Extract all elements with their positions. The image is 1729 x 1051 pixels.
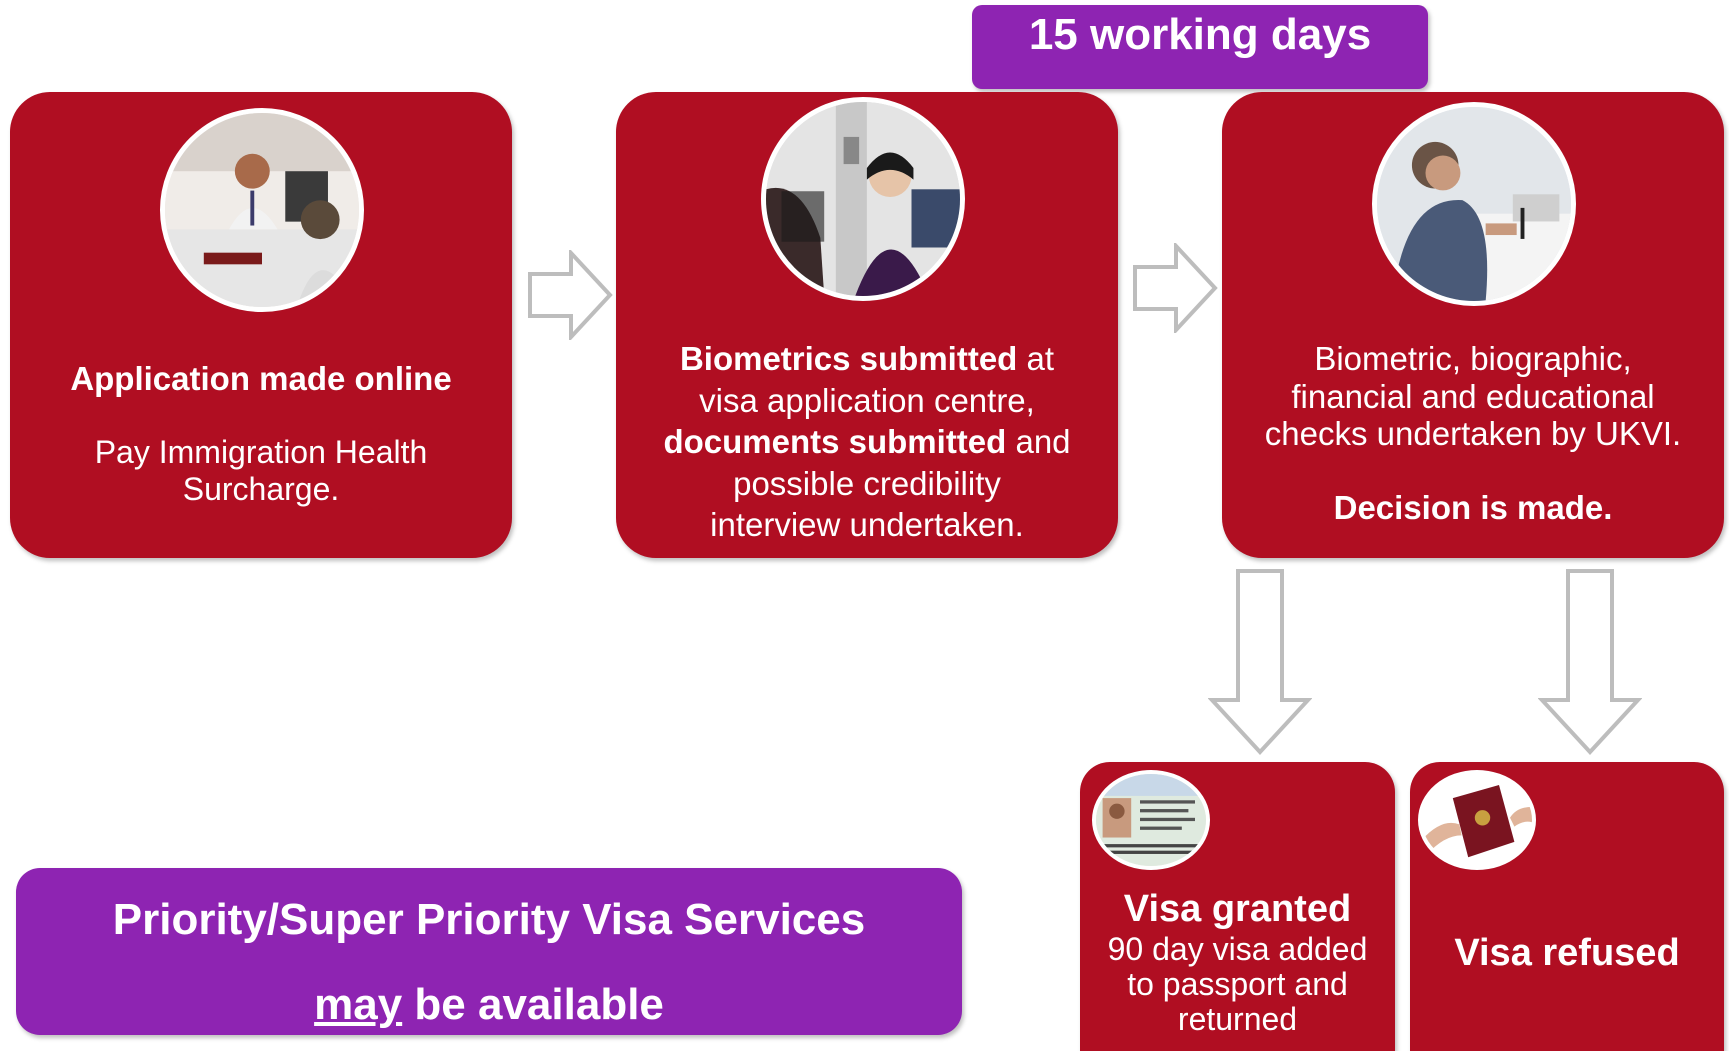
documents-submitted-label: documents submitted [663,423,1007,460]
priority-emphasis: may [314,980,403,1029]
down-arrow-icon [1208,569,1312,755]
down-arrow-icon [1538,569,1642,755]
priority-line-1: Priority/Super Priority Visa Services [112,895,866,944]
step-1-body: Pay Immigration Health Surcharge. [94,434,428,507]
photo-passport [1418,770,1536,870]
visa-refused-title: Visa refused [1454,932,1680,974]
visa-granted-title: Visa granted [1123,888,1352,930]
step-3-body: Biometric, biographic, financial and edu… [1264,340,1682,452]
visa-vignette-image [1096,774,1206,866]
priority-services-banner: Priority/Super Priority Visa Services ma… [16,868,962,1035]
step-biometrics: Biometrics submitted at visa application… [616,92,1118,558]
step-2-text: Biometrics submitted at visa application… [616,338,1118,546]
passport-image [1422,774,1532,866]
step-2-line2: visa application centre, [699,381,1035,419]
biometrics-submitted-label: Biometrics submitted [679,340,1018,377]
timeline-label: 15 working days [1028,10,1372,59]
step-2-line5: interview undertaken. [710,506,1024,543]
right-arrow-icon [1133,243,1218,333]
biometrics-image [766,102,960,296]
step-2-line3-rest: and [1006,423,1071,460]
photo-visa-vignette [1092,770,1210,870]
outcome-visa-refused: Visa refused [1410,762,1724,1051]
application-desk-image [165,113,359,307]
outcome-visa-granted: Visa granted 90 day visa added to passpo… [1080,762,1395,1051]
step-2-line4: possible credibility [733,464,1001,502]
step-ukvi-checks: Biometric, biographic, financial and edu… [1222,92,1724,558]
ukvi-officer-image [1377,107,1571,301]
priority-line-2: may be available [16,980,962,1030]
timeline-banner: 15 working days [972,5,1428,89]
step-application-online: Application made online Pay Immigration … [10,92,512,558]
step-2-line1-rest: at [1017,340,1055,377]
priority-line-2-rest: be available [402,980,664,1029]
step-1-title: Application made online [70,360,452,397]
photo-application-desk [160,108,364,312]
right-arrow-icon [528,250,613,340]
photo-biometrics [761,97,965,301]
step-3-decision: Decision is made. [1333,489,1613,526]
visa-granted-body: 90 day visa added to passport and return… [1107,931,1368,1037]
photo-ukvi-officer [1372,102,1576,306]
